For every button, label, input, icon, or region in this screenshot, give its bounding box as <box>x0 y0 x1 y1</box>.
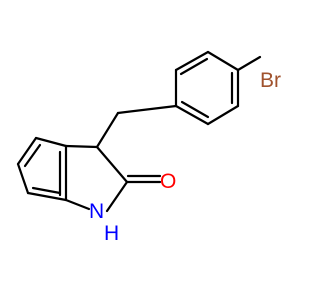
bond <box>206 50 240 72</box>
bond <box>95 111 120 149</box>
bond <box>34 136 68 148</box>
bond <box>116 104 178 115</box>
bond <box>174 50 210 72</box>
lactam-ring <box>64 145 162 213</box>
bond <box>174 104 210 126</box>
bond <box>26 191 68 202</box>
molecule-structure: Br O N H <box>16 50 281 245</box>
bond <box>64 144 99 149</box>
bromine-label: Br <box>260 69 281 92</box>
hydrogen-label: H <box>104 222 119 245</box>
bond <box>95 145 129 184</box>
bond <box>206 104 240 126</box>
bond <box>31 186 62 195</box>
structure-canvas: Br O N H <box>16 50 282 245</box>
oxygen-label: O <box>160 170 176 193</box>
bond <box>16 162 30 195</box>
bond <box>180 100 210 119</box>
benzo-ring <box>16 136 99 202</box>
bond <box>64 198 91 211</box>
bond <box>105 180 129 213</box>
methylidene-linker <box>95 104 178 149</box>
bond <box>16 136 38 166</box>
bond <box>236 55 262 72</box>
bond <box>23 143 42 168</box>
bromophenyl-ring <box>174 50 262 126</box>
bond <box>179 57 209 76</box>
nitrogen-label: N <box>89 200 104 223</box>
